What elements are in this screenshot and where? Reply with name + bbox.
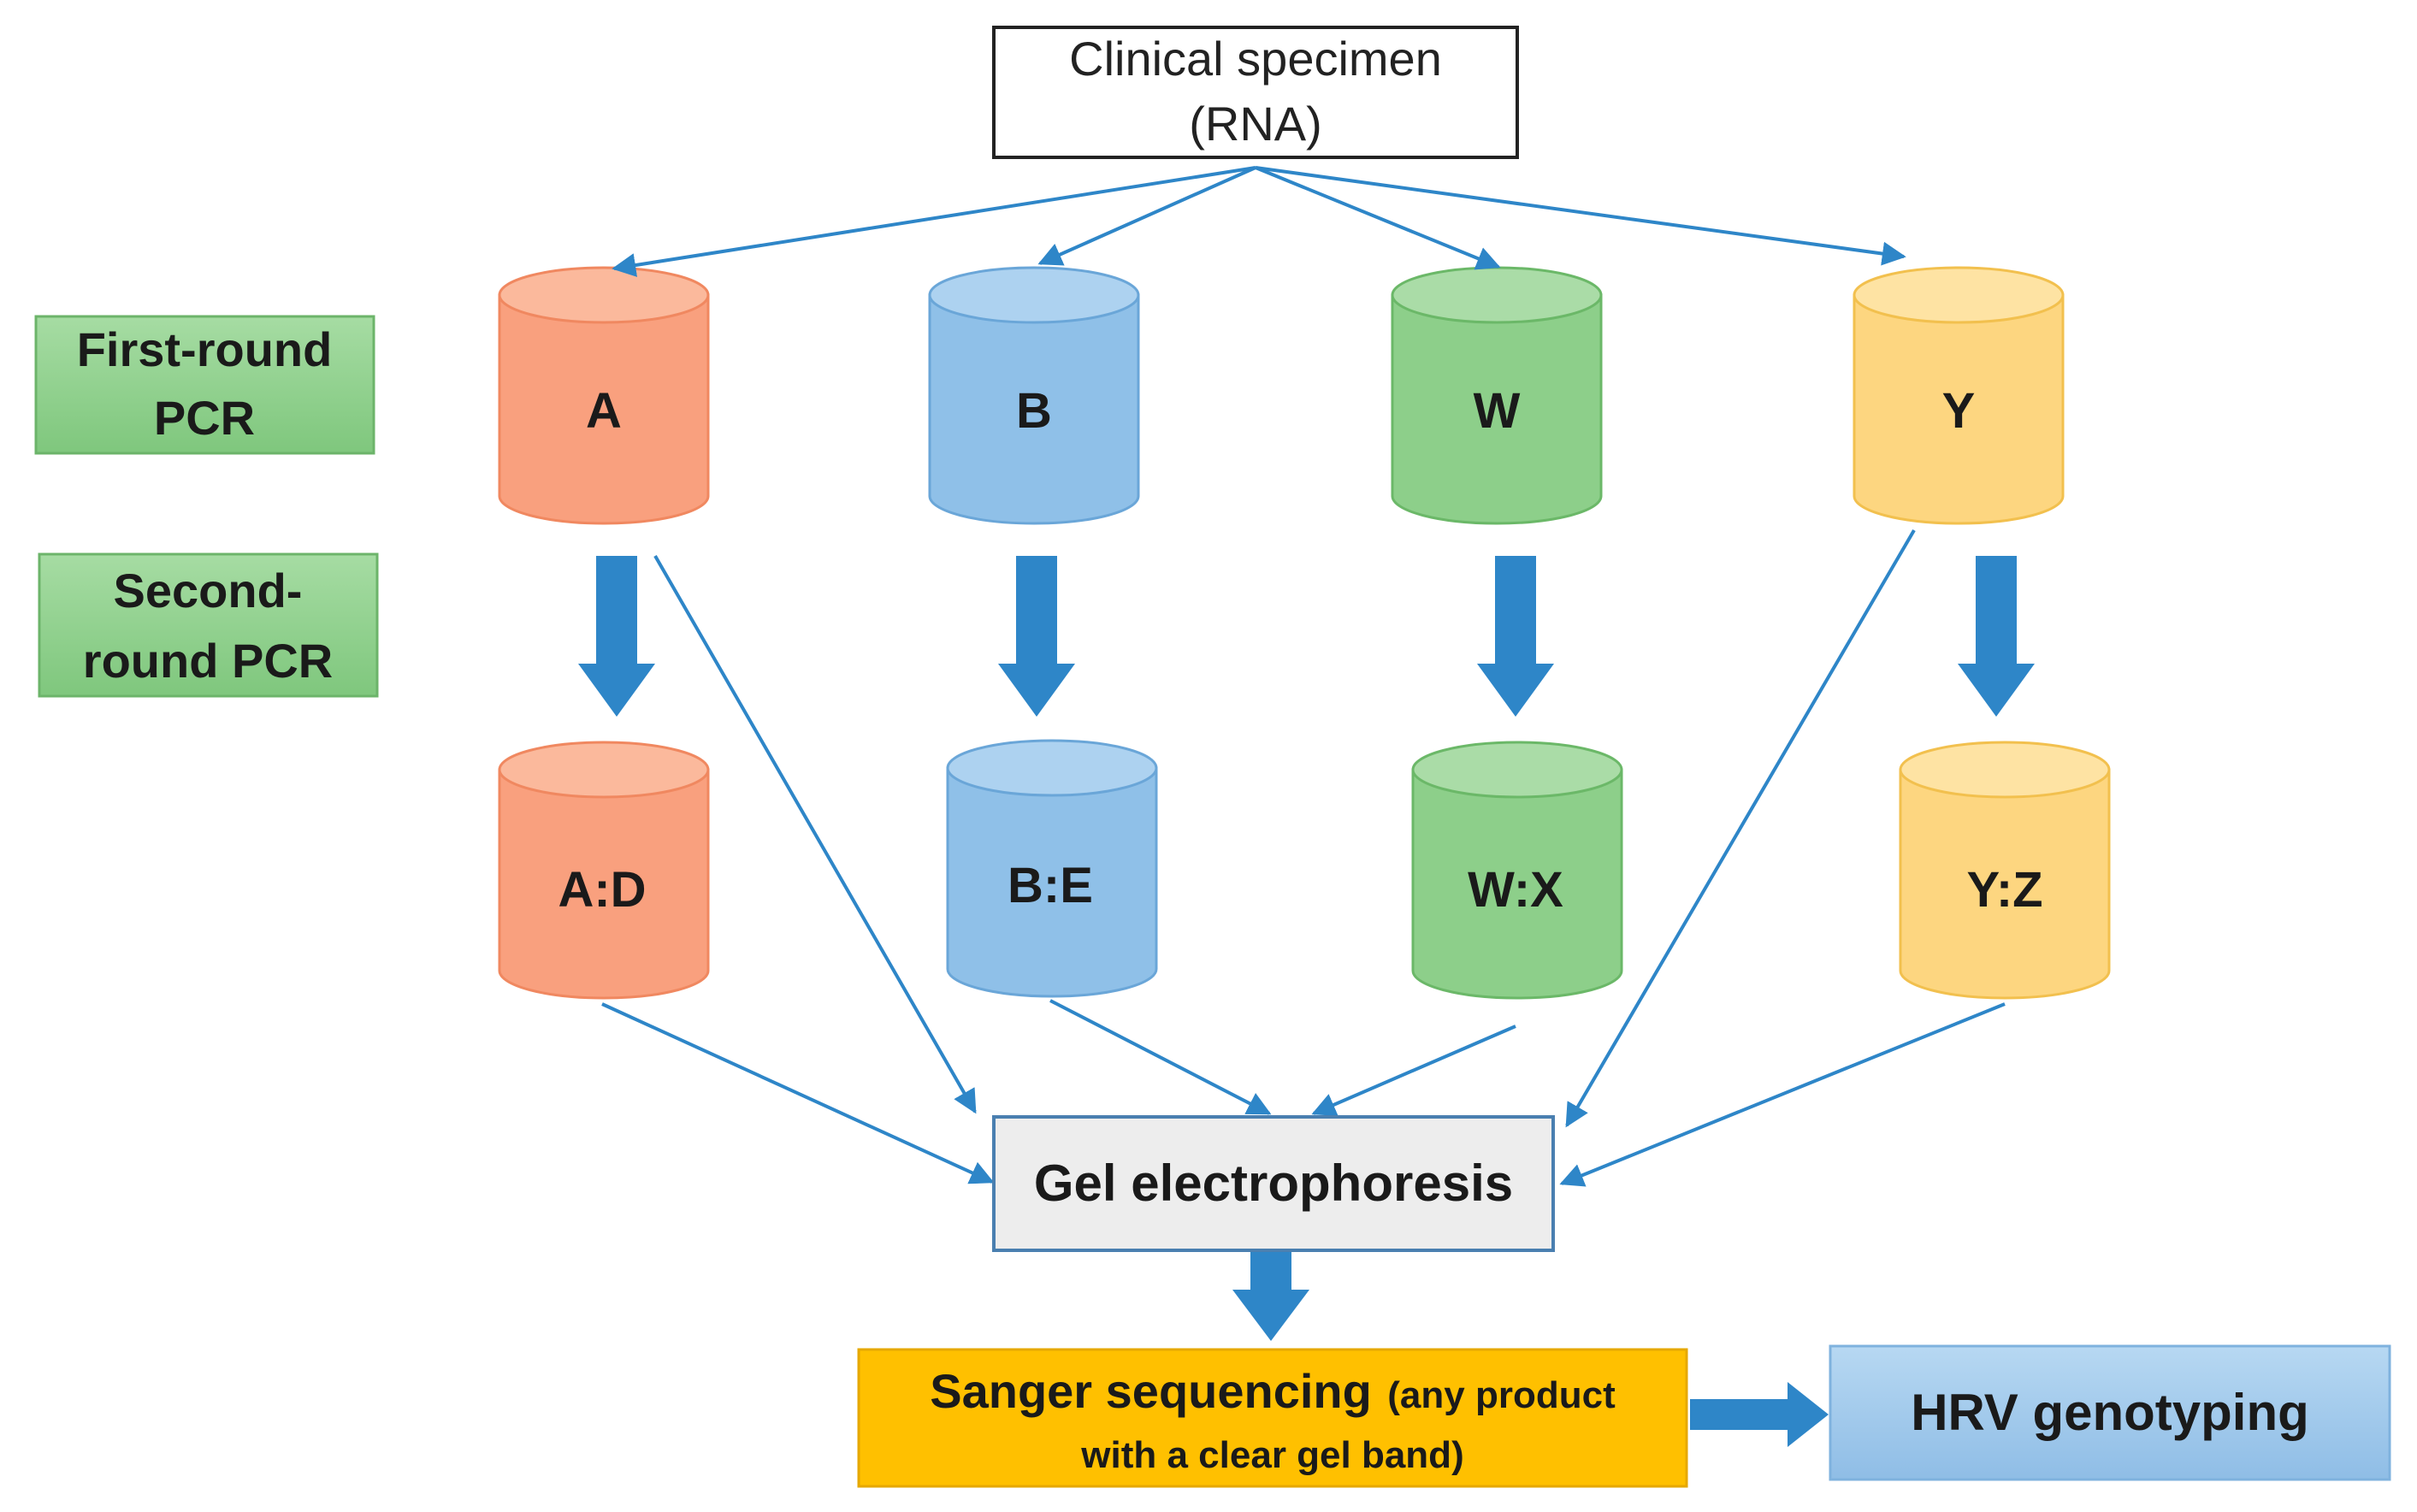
block-arrow-a <box>578 556 655 717</box>
block-arrow-w <box>1477 556 1554 717</box>
cylinder-y: Y <box>1853 266 2065 525</box>
hrv-genotyping-box: HRV genotyping <box>1829 1344 2391 1481</box>
cylinder-yz: Y:Z <box>1899 741 2111 1000</box>
specimen-title: Clinical specimen <box>1069 32 1442 86</box>
clinical-specimen-box: Clinical specimen (RNA) <box>992 26 1519 159</box>
cylinder-a-label: A <box>586 383 622 439</box>
arrow-a-to-gel <box>653 555 977 1114</box>
gel-label: Gel electrophoresis <box>1034 1155 1513 1212</box>
first-round-pcr-label: First-round PCR <box>34 315 375 455</box>
second-round-line1: Second- <box>114 564 303 617</box>
block-arrows-round-transition <box>578 556 2035 717</box>
block-arrow-gel-to-sanger <box>1232 1252 1309 1341</box>
first-round-line1: First-round <box>77 322 333 376</box>
arrow-y-to-gel <box>1565 529 1916 1128</box>
specimen-subtitle: (RNA) <box>1189 97 1322 151</box>
cylinder-a: A <box>498 266 710 525</box>
arrow-ad-to-gel <box>601 1002 995 1184</box>
arrow-specimen-to-a <box>612 166 1256 277</box>
arrow-yz-to-gel <box>1559 1002 2006 1187</box>
cylinder-be: B:E <box>946 739 1158 998</box>
sanger-note-line1: (any product <box>1387 1374 1616 1416</box>
cylinder-b: B <box>928 266 1140 525</box>
cylinder-ad-label: A:D <box>558 862 646 918</box>
sanger-note-line2: with a clear gel band) <box>1080 1434 1463 1476</box>
cylinder-yz-label: Y:Z <box>1966 862 2042 918</box>
arrow-specimen-to-b <box>1037 166 1256 266</box>
gel-electrophoresis-box: Gel electrophoresis <box>992 1115 1555 1252</box>
second-round-line2: round PCR <box>83 634 333 688</box>
sanger-title: Sanger sequencing <box>930 1364 1372 1418</box>
cylinder-wx-label: W:X <box>1468 862 1563 918</box>
block-arrow-b <box>998 556 1075 717</box>
cylinder-w-label: W <box>1474 383 1521 439</box>
cylinder-w: W <box>1391 266 1603 525</box>
sanger-line1: Sanger sequencing (any product <box>930 1364 1616 1418</box>
arrow-wx-to-gel <box>1311 1025 1516 1116</box>
block-arrow-sanger-to-genotyping <box>1690 1382 1829 1447</box>
cylinder-wx: W:X <box>1411 741 1623 1000</box>
cylinder-ad: A:D <box>498 741 710 1000</box>
arrow-specimen-to-w <box>1255 166 1501 270</box>
arrow-specimen-to-y <box>1255 166 1906 266</box>
genotyping-label: HRV genotyping <box>1911 1384 2309 1441</box>
arrow-be-to-gel <box>1049 999 1272 1115</box>
cylinder-b-label: B <box>1016 383 1052 439</box>
to-gel-arrows <box>601 529 2006 1187</box>
sanger-sequencing-box: Sanger sequencing (any product with a cl… <box>857 1348 1688 1488</box>
cylinder-be-label: B:E <box>1008 858 1093 913</box>
specimen-to-first-round-arrows <box>612 166 1906 277</box>
block-arrow-y <box>1958 556 2035 717</box>
cylinder-y-label: Y <box>1942 383 1976 439</box>
first-round-line2: PCR <box>154 391 255 445</box>
second-round-pcr-label: Second- round PCR <box>38 552 379 698</box>
